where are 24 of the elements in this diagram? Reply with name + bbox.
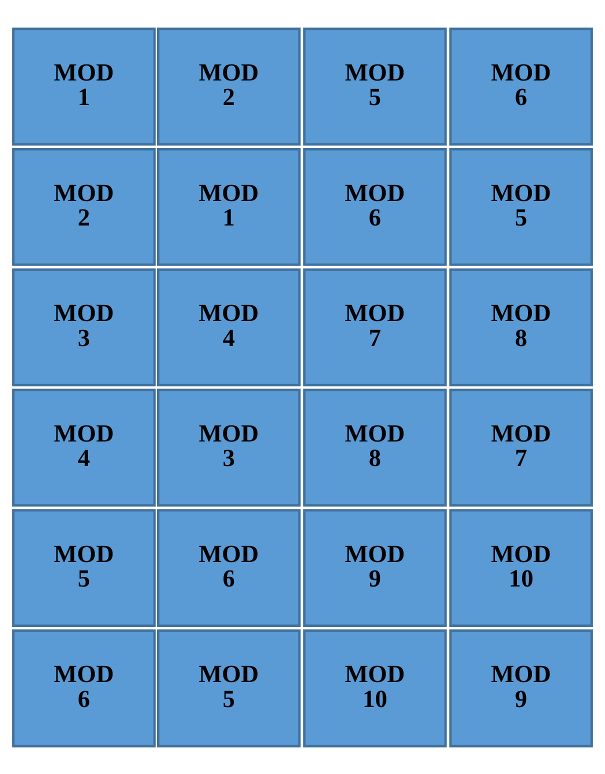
node-box: MOD 4 (156, 268, 301, 386)
node-box: MOD 5 (12, 508, 156, 626)
node-box: MOD 6 (156, 508, 301, 626)
node-box: MOD 1 (156, 148, 301, 266)
node-box: MOD 3 (12, 268, 156, 386)
node-box: MOD 3 (156, 388, 301, 506)
node-box: MOD 10 (303, 628, 447, 747)
node-box: MOD 6 (303, 148, 447, 266)
node-box: MOD 6 (12, 628, 156, 747)
node-box: MOD 8 (303, 388, 447, 506)
node-box: MOD 9 (449, 628, 593, 747)
node-box: MOD 4 (12, 388, 156, 506)
node-box: MOD 10 (449, 508, 593, 626)
node-box: MOD 9 (303, 508, 447, 626)
node-box: MOD 5 (156, 628, 301, 747)
node-box: MOD 2 (12, 148, 156, 266)
node-box: MOD 7 (449, 388, 593, 506)
node-box: MOD 1 (12, 27, 156, 146)
node-box: MOD 6 (449, 27, 593, 146)
node-box: MOD 5 (303, 27, 447, 146)
node-box: MOD 8 (449, 268, 593, 386)
node-box: MOD 7 (303, 268, 447, 386)
node-box: MOD 2 (156, 27, 301, 146)
node-box: MOD 5 (449, 148, 593, 266)
